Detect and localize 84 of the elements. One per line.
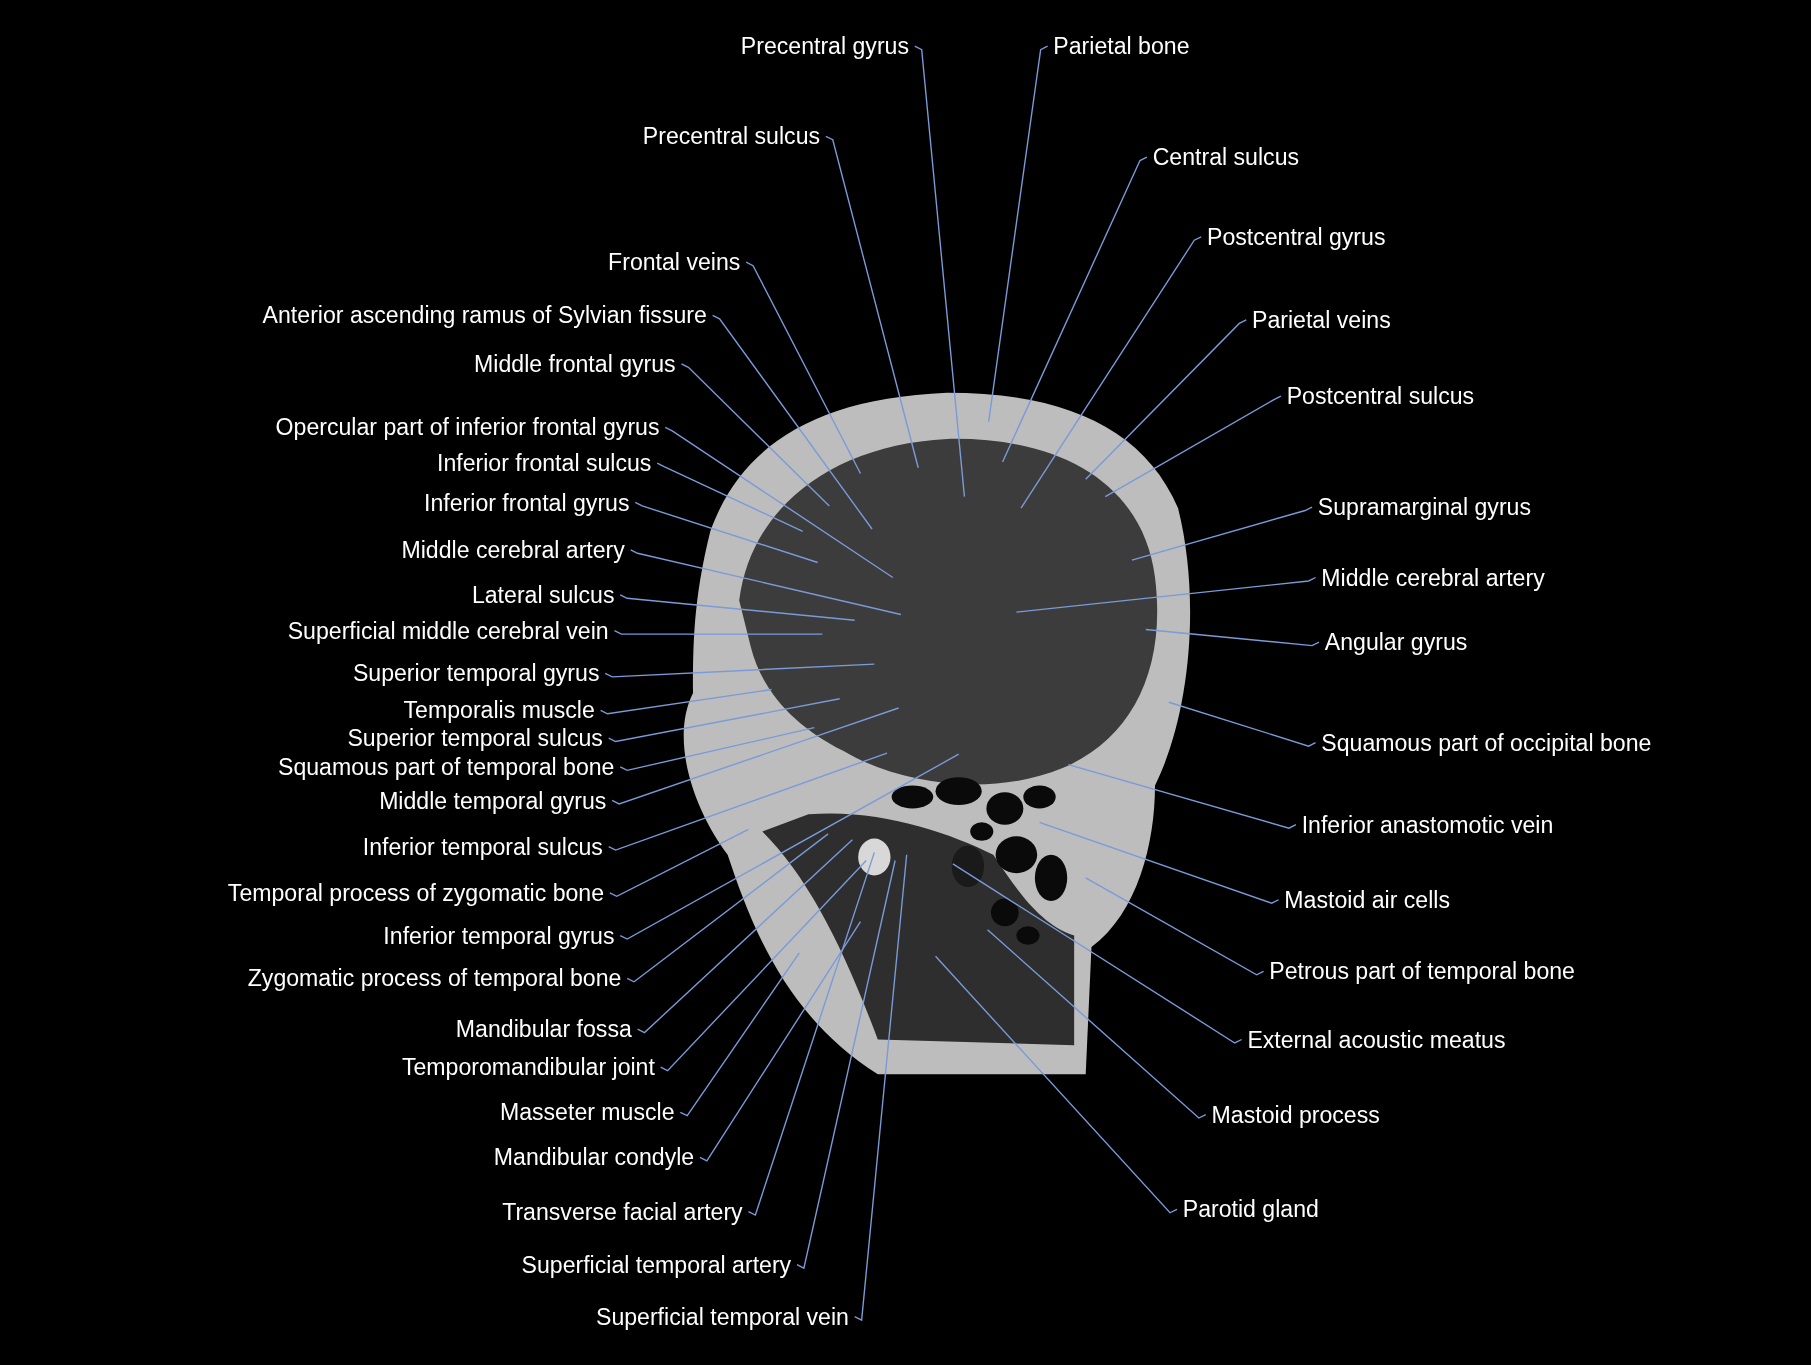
leader-line [659, 859, 867, 1072]
structure-label: Inferior frontal gyrus [424, 489, 630, 516]
structure-label: Supramarginal gyrus [1317, 494, 1531, 520]
leader-line [1067, 763, 1297, 829]
structure-label: Masseter muscle [499, 1099, 675, 1125]
structure-label: Postcentral sulcus [1286, 383, 1475, 409]
leader-line [619, 753, 960, 940]
structure-label: Precentral sulcus [642, 123, 821, 149]
leader-line [611, 707, 900, 805]
leader-line [609, 828, 750, 898]
leader-line [636, 839, 854, 1034]
leader-line [599, 688, 773, 715]
leader-line [952, 863, 1243, 1044]
structure-label: Lateral sulcus [471, 582, 615, 608]
leader-line [608, 752, 888, 851]
leader-line [634, 501, 819, 564]
leader-line [747, 851, 876, 1217]
leader-line [608, 698, 841, 743]
structure-label: Postcentral gyrus [1206, 224, 1386, 250]
structure-label: Middle cerebral artery [1321, 564, 1545, 591]
leader-line [679, 952, 800, 1117]
structure-label: Petrous part of temporal bone [1269, 958, 1575, 985]
structure-label: Inferior temporal sulcus [362, 833, 603, 860]
leader-line [711, 314, 873, 530]
leader-line [825, 135, 919, 469]
leader-line [1001, 156, 1148, 463]
leader-line [619, 594, 856, 621]
leader-line [1104, 395, 1282, 498]
structure-label: Inferior frontal sulcus [437, 450, 652, 476]
structure-label: Inferior temporal gyrus [383, 922, 615, 949]
structure-label: Squamous part of occipital bone [1321, 729, 1652, 756]
structure-label: Superior temporal sulcus [347, 725, 603, 751]
leader-line [613, 629, 824, 635]
structure-label: External acoustic meatus [1247, 1026, 1506, 1053]
structure-label: Mastoid process [1211, 1101, 1380, 1128]
structure-label: Middle frontal gyrus [474, 351, 676, 377]
leader-line [934, 955, 1178, 1214]
structure-label: Temporomandibular joint [401, 1054, 655, 1080]
structure-label: Parietal bone [1053, 33, 1190, 59]
structure-label: Anterior ascending ramus of Sylvian fissure [262, 302, 707, 328]
structure-label: Opercular part of inferior frontal gyrus [275, 414, 660, 441]
structure-label: Precentral gyrus [740, 33, 909, 59]
structure-label: Superficial temporal vein [596, 1304, 849, 1330]
leader-line [796, 859, 896, 1270]
leader-line [988, 45, 1049, 423]
leader-line [914, 45, 966, 498]
leader-line [619, 726, 815, 772]
structure-label: Squamous part of temporal bone [278, 754, 615, 780]
structure-label: Inferior anastomotic vein [1301, 811, 1554, 838]
structure-label: Mastoid air cells [1284, 887, 1450, 913]
leader-line [1038, 821, 1280, 904]
structure-label: Mandibular condyle [493, 1144, 695, 1170]
leader-line [1020, 236, 1202, 509]
leader-line [986, 929, 1207, 1119]
leader-line [1085, 877, 1265, 976]
leader-line [1015, 576, 1317, 613]
leader-line [745, 261, 862, 475]
leader-line [1085, 319, 1247, 480]
structure-label: Temporal process of zygomatic bone [227, 880, 605, 906]
leader-line [680, 363, 830, 507]
leader-line [629, 549, 902, 616]
structure-label: Central sulcus [1152, 144, 1300, 170]
structure-label: Superficial middle cerebral vein [287, 617, 609, 644]
structure-label: Frontal veins [608, 249, 741, 275]
structure-label: Middle temporal gyrus [379, 787, 607, 814]
leader-line [1145, 628, 1320, 647]
structure-label: Parietal veins [1252, 307, 1391, 333]
leader-line [664, 426, 894, 579]
structure-label: Temporalis muscle [403, 697, 595, 724]
structure-label: Mandibular fossa [455, 1016, 632, 1042]
structure-label: Transverse facial artery [502, 1198, 743, 1225]
structure-label: Superficial temporal artery [521, 1252, 792, 1278]
leader-line [699, 921, 862, 1162]
leader-line [604, 663, 876, 678]
leader-line [656, 462, 804, 532]
structure-label: Parotid gland [1182, 1196, 1319, 1222]
leader-line [1131, 506, 1313, 561]
structure-label: Angular gyrus [1324, 629, 1468, 655]
leader-line [854, 854, 908, 1322]
leader-line [1168, 701, 1317, 747]
structure-label: Superior temporal gyrus [352, 660, 600, 687]
structure-label: Zygomatic process of temporal bone [247, 965, 622, 991]
structure-label: Middle cerebral artery [401, 537, 625, 563]
leader-line [626, 833, 829, 983]
